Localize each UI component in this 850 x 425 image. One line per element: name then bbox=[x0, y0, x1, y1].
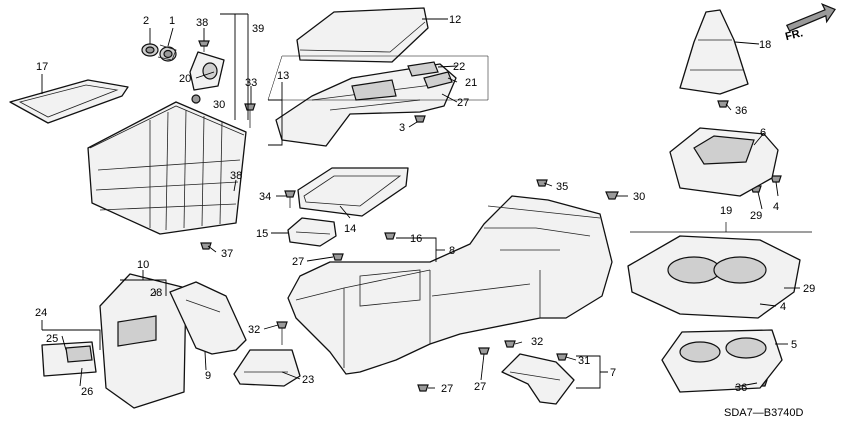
callout-14: 14 bbox=[344, 223, 356, 235]
callout-27d: 27 bbox=[474, 381, 486, 393]
callout-38b: 38 bbox=[230, 170, 242, 182]
coin-pocket bbox=[41, 341, 97, 377]
console-tray bbox=[297, 167, 409, 217]
front-direction-arrow bbox=[785, 3, 836, 32]
callout-6: 6 bbox=[760, 127, 766, 139]
callout-27b: 27 bbox=[292, 256, 304, 268]
callout-22: 22 bbox=[453, 61, 465, 73]
callout-15: 15 bbox=[256, 228, 268, 240]
callout-30a: 30 bbox=[213, 99, 225, 111]
callout-36b: 36 bbox=[735, 382, 747, 394]
callout-38a: 38 bbox=[196, 17, 208, 29]
center-console-body bbox=[287, 195, 613, 375]
callout-1: 1 bbox=[169, 15, 175, 27]
cupholder-panel bbox=[627, 235, 801, 319]
callout-24: 24 bbox=[35, 307, 47, 319]
socket-bracket bbox=[189, 51, 225, 104]
callout-4a: 4 bbox=[773, 201, 779, 213]
callout-19: 19 bbox=[720, 205, 732, 217]
callout-2: 2 bbox=[143, 15, 149, 27]
callout-5: 5 bbox=[791, 339, 797, 351]
callout-3: 3 bbox=[399, 122, 405, 134]
callout-9: 9 bbox=[205, 370, 211, 382]
console-support-bracket bbox=[169, 281, 247, 355]
callout-13: 13 bbox=[277, 70, 289, 82]
callout-16: 16 bbox=[410, 233, 422, 245]
callout-34: 34 bbox=[259, 191, 271, 203]
callout-10: 10 bbox=[137, 259, 149, 271]
accessory-socket bbox=[141, 43, 177, 62]
fr-direction-label: FR. bbox=[784, 27, 804, 43]
callout-31: 31 bbox=[578, 355, 590, 367]
callout-12: 12 bbox=[449, 14, 461, 26]
callout-32b: 32 bbox=[531, 336, 543, 348]
callout-labels: 1 2 38 39 12 17 20 33 30 13 22 21 27 3 1… bbox=[35, 14, 815, 419]
callout-39: 39 bbox=[252, 23, 264, 35]
cupholder-insert bbox=[661, 329, 783, 393]
diagram-code: SDA7—B3740D bbox=[724, 407, 804, 419]
callout-32a: 32 bbox=[248, 324, 260, 336]
callout-21: 21 bbox=[465, 77, 477, 89]
callout-35: 35 bbox=[556, 181, 568, 193]
callout-17: 17 bbox=[36, 61, 48, 73]
callout-27a: 27 bbox=[457, 97, 469, 109]
shift-panel bbox=[669, 127, 779, 197]
lid-latch bbox=[407, 61, 453, 89]
tray-bracket bbox=[287, 217, 337, 247]
callout-28: 28 bbox=[150, 287, 162, 299]
leader-lines bbox=[41, 13, 812, 389]
callout-30b: 30 bbox=[633, 191, 645, 203]
callout-26: 26 bbox=[81, 386, 93, 398]
callout-7: 7 bbox=[610, 367, 616, 379]
callout-36a: 36 bbox=[735, 105, 747, 117]
console-mat bbox=[9, 79, 129, 124]
console-storage-box bbox=[87, 101, 247, 235]
callout-29b: 29 bbox=[803, 283, 815, 295]
armrest-lid bbox=[296, 7, 429, 63]
rear-bracket bbox=[501, 353, 575, 405]
callout-29a: 29 bbox=[750, 210, 762, 222]
lower-bracket bbox=[233, 349, 301, 387]
callout-25: 25 bbox=[46, 333, 58, 345]
callout-37: 37 bbox=[221, 248, 233, 260]
callout-4b: 4 bbox=[780, 301, 786, 313]
armrest-base bbox=[275, 63, 457, 147]
callout-33: 33 bbox=[245, 77, 257, 89]
shift-boot bbox=[679, 9, 749, 95]
callout-27c: 27 bbox=[441, 383, 453, 395]
callout-20: 20 bbox=[179, 73, 191, 85]
callout-8: 8 bbox=[449, 245, 455, 257]
callout-23: 23 bbox=[302, 374, 314, 386]
callout-18: 18 bbox=[759, 39, 771, 51]
front-trim-panel bbox=[99, 273, 187, 409]
